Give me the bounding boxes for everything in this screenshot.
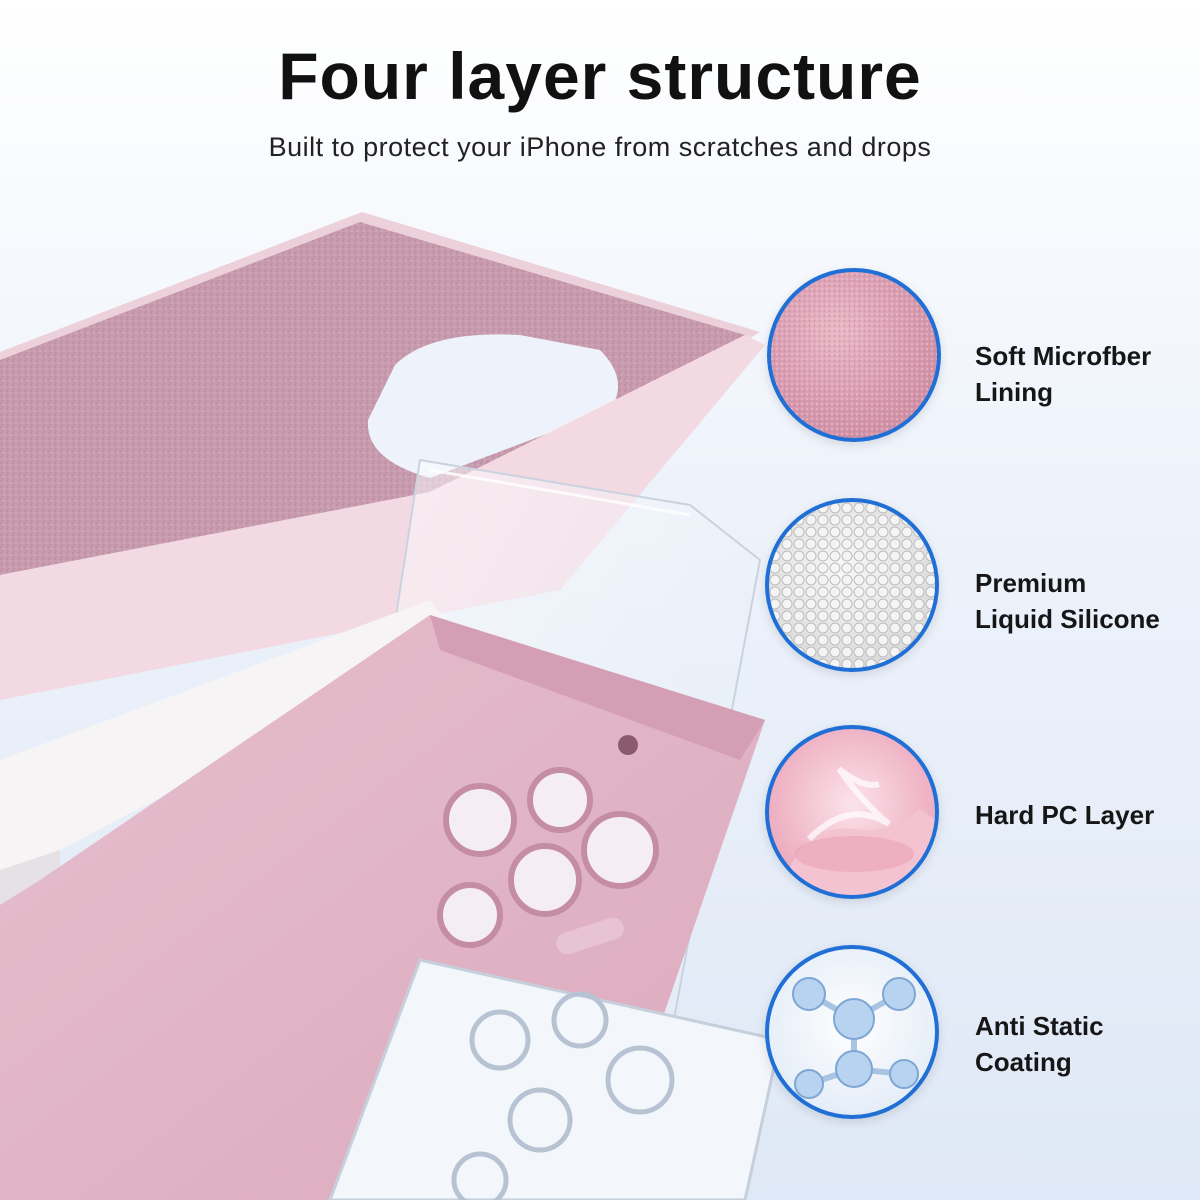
feature-label-hard-pc: Hard PC Layer [975,800,1155,830]
microfiber-texture-icon [767,268,941,442]
feature-label-anti-static: Anti Static Coating [975,1011,1104,1077]
page-subtitle: Built to protect your iPhone from scratc… [268,132,932,162]
silicone-beads-icon [765,498,939,672]
pink-swirl-icon [765,725,939,899]
feature-label-silicone: Premium Liquid Silicone [975,568,1160,634]
microfiber-lining-layer [0,212,765,700]
molecule-icon [765,945,939,1119]
page-title: Four layer structure [278,39,922,113]
feature-label-microfiber: Soft Microfber Lining [975,341,1152,407]
